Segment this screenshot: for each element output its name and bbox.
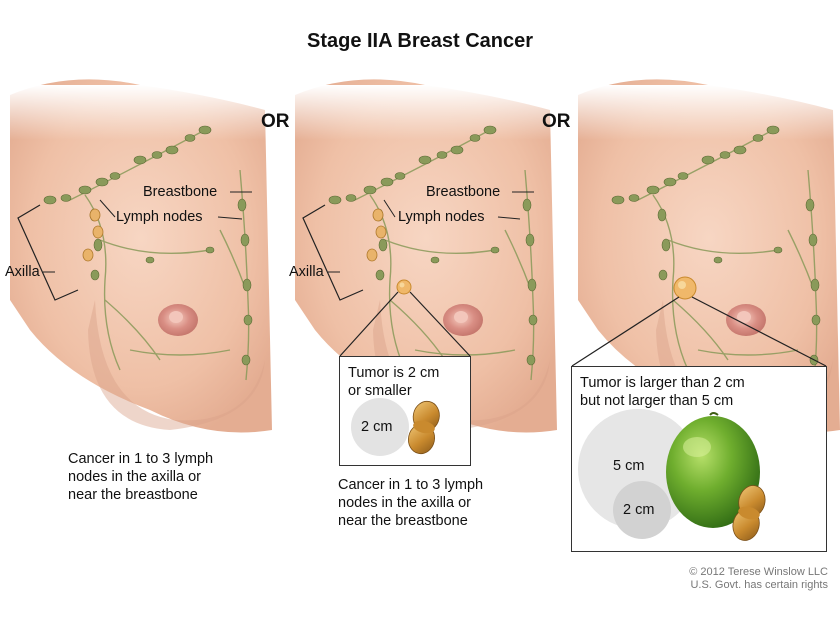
size-comparison xyxy=(351,398,440,456)
size-2cm-label: 2 cm xyxy=(361,419,393,435)
copyright: © 2012 Terese Winslow LLC U.S. Govt. has… xyxy=(689,566,828,591)
axilla-label: Axilla xyxy=(289,264,324,280)
size-2cm-label: 2 cm xyxy=(623,502,655,518)
lymph-nodes-label: Lymph nodes xyxy=(116,209,203,225)
lime-icon xyxy=(666,412,760,528)
callout-text: Tumor is larger than 2 cm xyxy=(580,375,745,391)
or-separator-2: OR xyxy=(542,111,571,132)
size-comparison xyxy=(578,409,766,541)
page-title: Stage IIA Breast Cancer xyxy=(306,30,533,52)
panel2-caption: Cancer in 1 to 3 lymph nodes in the axil… xyxy=(338,477,484,529)
callout-text: but not larger than 5 cm xyxy=(580,393,734,409)
panel1-torso xyxy=(9,78,273,434)
panel1-caption: Cancer in 1 to 3 lymph nodes in the axil… xyxy=(68,451,214,503)
callout-text: or smaller xyxy=(348,383,412,399)
peanut-icon xyxy=(732,485,766,541)
size-5cm-label: 5 cm xyxy=(613,458,645,474)
panel2-torso xyxy=(294,78,558,434)
axilla-label: Axilla xyxy=(5,264,40,280)
lymph-nodes-label: Lymph nodes xyxy=(398,209,485,225)
breastbone-label: Breastbone xyxy=(143,184,218,200)
or-separator-1: OR xyxy=(261,111,290,132)
panel3-torso xyxy=(571,78,840,434)
breastbone-label: Breastbone xyxy=(426,184,501,200)
panel3-callout: Tumor is larger than 2 cm but not larger… xyxy=(571,366,827,552)
panel2-callout: Tumor is 2 cm or smaller 2 cm xyxy=(339,356,471,466)
callout-text: Tumor is 2 cm xyxy=(348,365,440,381)
